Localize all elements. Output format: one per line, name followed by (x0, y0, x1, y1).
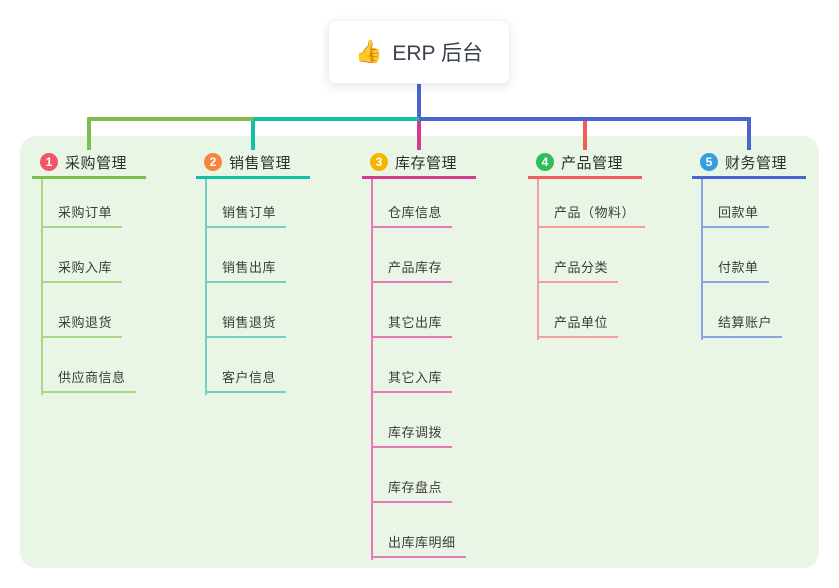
child-node-回款单[interactable]: 回款单 (701, 202, 769, 228)
child-node-付款单[interactable]: 付款单 (701, 257, 769, 283)
child-node-产品（物料）[interactable]: 产品（物料） (537, 202, 646, 228)
child-row: 供应商信息 (41, 338, 136, 393)
root-stem-line (417, 82, 421, 121)
child-row: 采购退货 (41, 283, 136, 338)
child-node-销售退货[interactable]: 销售退货 (205, 312, 287, 338)
branch-number-badge: 5 (700, 153, 718, 171)
child-row: 回款单 (701, 176, 782, 228)
child-node-采购订单[interactable]: 采购订单 (41, 202, 123, 228)
branch-node-库存管理[interactable]: 3 库存管理 (362, 148, 476, 179)
mindmap-board (20, 136, 819, 568)
rail-segment-2 (253, 117, 419, 121)
branch-number-badge: 4 (536, 153, 554, 171)
branch-children-spine-3 (371, 176, 373, 560)
child-row: 产品分类 (537, 228, 645, 283)
branch-children-4: 产品（物料） 产品分类产品单位 (537, 176, 646, 338)
child-row: 仓库信息 (371, 176, 466, 228)
branch-drop-line-3 (417, 121, 421, 150)
child-node-库存调拨[interactable]: 库存调拨 (371, 422, 453, 448)
branch-node-label: 产品管理 (561, 154, 624, 172)
thumbs-up-icon: 👍 (354, 39, 383, 64)
branch-drop-line-1 (87, 117, 91, 150)
branch-node-销售管理[interactable]: 2 销售管理 (196, 148, 310, 179)
child-node-产品单位[interactable]: 产品单位 (537, 312, 619, 338)
root-node-erp[interactable]: 👍 ERP 后台 (327, 20, 511, 84)
child-row: 销售订单 (205, 176, 287, 228)
branch-children-5: 回款单付款单结算账户 (701, 176, 783, 338)
child-row: 采购订单 (41, 176, 136, 228)
child-row: 付款单 (701, 228, 782, 283)
branch-number-badge: 1 (40, 153, 58, 171)
branch-drop-line-2 (251, 121, 255, 150)
branch-number-badge: 2 (204, 153, 222, 171)
branch-drop-line-5 (747, 117, 751, 150)
child-node-销售出库[interactable]: 销售出库 (205, 257, 287, 283)
child-node-仓库信息[interactable]: 仓库信息 (371, 202, 453, 228)
branch-node-label: 财务管理 (725, 154, 788, 172)
root-node-label: ERP 后台 (392, 42, 484, 65)
child-row: 客户信息 (205, 338, 287, 393)
branch-children-spine-5 (701, 176, 703, 340)
rail-segment-3 (419, 117, 751, 121)
child-row: 销售退货 (205, 283, 287, 338)
child-row: 其它出库 (371, 283, 466, 338)
child-node-采购退货[interactable]: 采购退货 (41, 312, 123, 338)
child-row: 出库库明细 (371, 503, 466, 558)
child-node-客户信息[interactable]: 客户信息 (205, 367, 287, 393)
child-node-销售订单[interactable]: 销售订单 (205, 202, 287, 228)
child-row: 产品库存 (371, 228, 466, 283)
branch-number-badge: 3 (370, 153, 388, 171)
branch-node-产品管理[interactable]: 4 产品管理 (528, 148, 642, 179)
child-row: 结算账户 (701, 283, 783, 338)
child-node-库存盘点[interactable]: 库存盘点 (371, 477, 453, 503)
child-row: 库存调拨 (371, 393, 466, 448)
branch-node-label: 库存管理 (395, 154, 458, 172)
branch-children-3: 仓库信息产品库存其它出库其它入库库存调拨库存盘点出库库明细 (371, 176, 466, 558)
child-node-结算账户[interactable]: 结算账户 (701, 312, 783, 338)
branch-node-采购管理[interactable]: 1 采购管理 (32, 148, 146, 179)
child-node-产品库存[interactable]: 产品库存 (371, 257, 453, 283)
child-row: 其它入库 (371, 338, 466, 393)
child-row: 产品（物料） (537, 176, 646, 228)
child-row: 产品单位 (537, 283, 645, 338)
branch-children-spine-1 (41, 176, 43, 395)
branch-node-label: 销售管理 (229, 154, 292, 172)
child-node-采购入库[interactable]: 采购入库 (41, 257, 123, 283)
branch-children-2: 销售订单销售出库销售退货客户信息 (205, 176, 287, 393)
child-node-其它入库[interactable]: 其它入库 (371, 367, 453, 393)
branch-node-label: 采购管理 (65, 154, 128, 172)
rail-segment-1 (87, 117, 253, 121)
child-row: 库存盘点 (371, 448, 466, 503)
child-node-其它出库[interactable]: 其它出库 (371, 312, 453, 338)
branch-children-1: 采购订单采购入库采购退货供应商信息 (41, 176, 136, 393)
child-row: 销售出库 (205, 228, 287, 283)
branch-children-spine-4 (537, 176, 539, 340)
branch-drop-line-4 (583, 121, 587, 150)
child-node-产品分类[interactable]: 产品分类 (537, 257, 619, 283)
child-node-供应商信息[interactable]: 供应商信息 (41, 367, 136, 393)
branch-children-spine-2 (205, 176, 207, 395)
child-row: 采购入库 (41, 228, 136, 283)
child-node-出库库明细[interactable]: 出库库明细 (371, 532, 466, 558)
branch-node-财务管理[interactable]: 5 财务管理 (692, 148, 806, 179)
